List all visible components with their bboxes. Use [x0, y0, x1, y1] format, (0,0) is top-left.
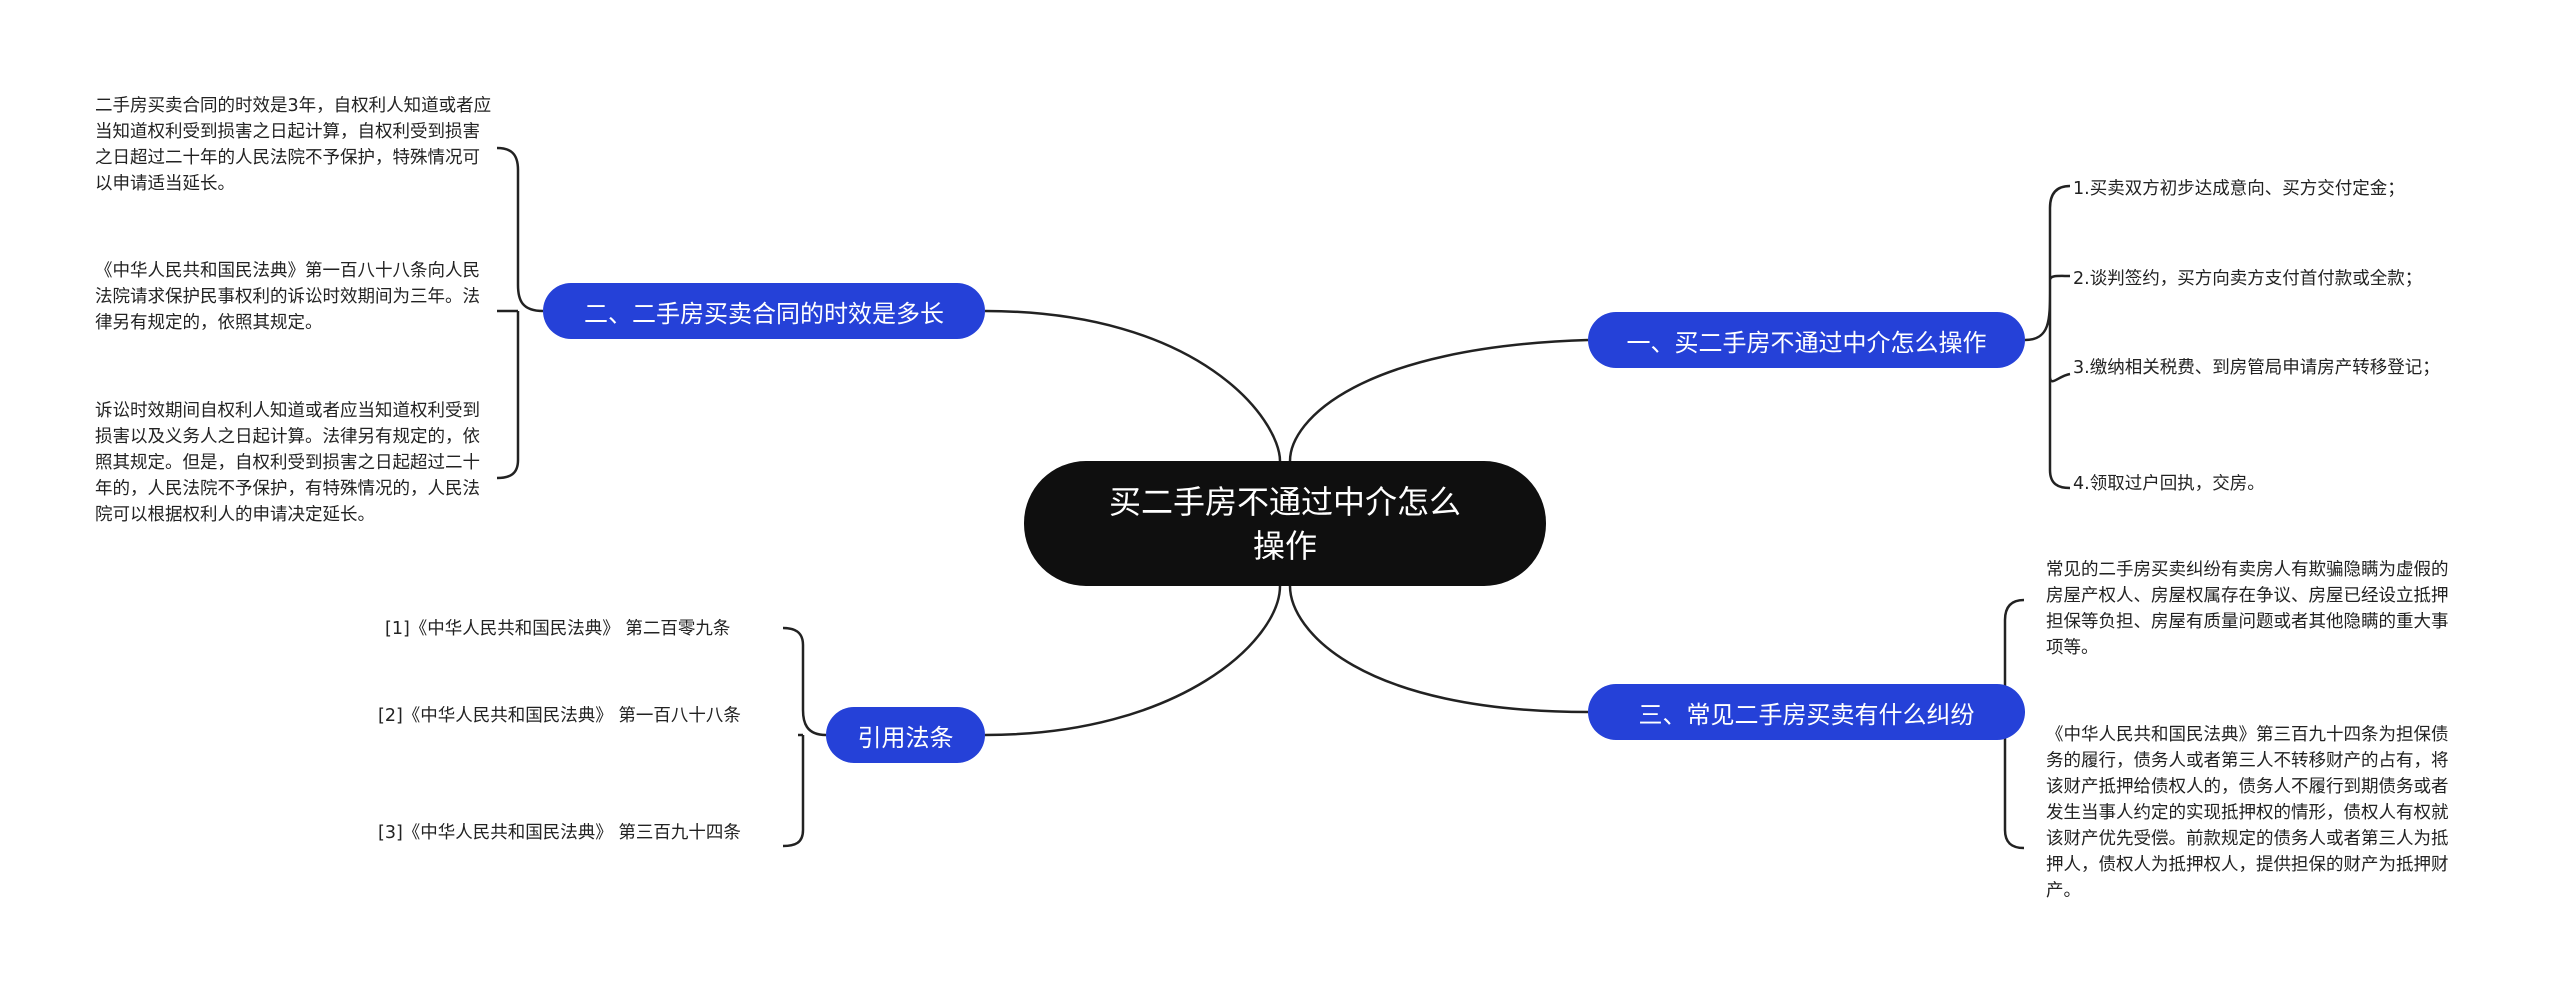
leaf-law-209: [1]《中华人民共和国民法典》 第二百零九条 [385, 619, 731, 639]
link-root-branch-3 [1288, 585, 1589, 714]
leaf-operate-step-1: 1.买卖双方初步达成意向、买方交付定金； [2073, 179, 2405, 199]
root-node[interactable]: 买二手房不通过中介怎么操作 [1024, 461, 1546, 586]
leaf-operate-step-2: 2.谈判签约，买方向卖方支付首付款或全款； [2073, 269, 2423, 289]
branch-contract-term[interactable]: 二、二手房买卖合同的时效是多长 [543, 283, 985, 339]
branch-operate[interactable]: 一、买二手房不通过中介怎么操作 [1588, 312, 2025, 368]
bracket-branch-2 [496, 146, 544, 480]
leaf-operate-step-3: 3.缴纳相关税费、到房管局申请房产转移登记； [2073, 358, 2440, 378]
link-root-branch-1 [1288, 338, 1589, 462]
leaf-dispute-common: 常见的二手房买卖纠纷有卖房人有欺骗隐瞒为虚假的房屋产权人、房屋权属存在争议、房屋… [2046, 560, 2449, 658]
leaf-law-188: [2]《中华人民共和国民法典》 第一百八十八条 [378, 706, 741, 726]
branch-disputes[interactable]: 三、常见二手房买卖有什么纠纷 [1588, 684, 2025, 740]
branch-cited-laws[interactable]: 引用法条 [826, 707, 985, 763]
link-root-branch-2 [984, 309, 1282, 462]
bracket-branch-4 [782, 626, 827, 848]
leaf-operate-step-4: 4.领取过户回执，交房。 [2073, 474, 2265, 494]
bracket-branch-1 [2024, 184, 2071, 490]
leaf-law-394: [3]《中华人民共和国民法典》 第三百九十四条 [378, 823, 741, 843]
leaf-term-article-188: 《中华人民共和国民法典》第一百八十八条向人民法院请求保护民事权利的诉讼时效期间为… [95, 261, 480, 333]
leaf-term-limitation: 诉讼时效期间自权利人知道或者应当知道权利受到损害以及义务人之日起计算。法律另有规… [95, 401, 480, 525]
link-root-branch-4 [984, 585, 1282, 737]
leaf-dispute-article-394: 《中华人民共和国民法典》第三百九十四条为担保债务的履行，债务人或者第三人不转移财… [2046, 725, 2449, 901]
leaf-term-summary: 二手房买卖合同的时效是3年，自权利人知道或者应当知道权利受到损害之日起计算，自权… [95, 96, 492, 194]
